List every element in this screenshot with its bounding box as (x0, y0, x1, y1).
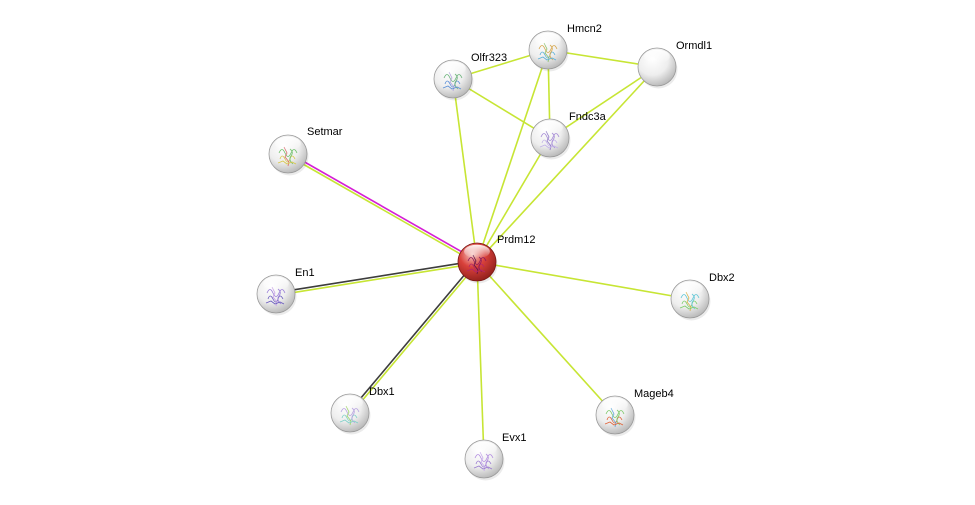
bubble-highlight (464, 244, 490, 259)
edge-prdm12-en1[interactable] (275, 259, 478, 297)
node-ormdl1[interactable]: Ormdl1 (637, 40, 712, 89)
bubble-highlight (471, 441, 497, 456)
edge-evidence-experiments (288, 152, 479, 262)
edge-evidence-textmining (476, 261, 485, 460)
node-label-setmar: Setmar (307, 126, 343, 138)
edge-evidence-textmining (286, 154, 477, 264)
edge-prdm12-mageb4[interactable] (476, 261, 616, 416)
edge-fndc3a-ormdl1[interactable] (549, 66, 658, 139)
edge-prdm12-fndc3a[interactable] (476, 137, 551, 263)
node-label-olfr323: Olfr323 (471, 52, 507, 64)
bubble-highlight (602, 397, 628, 412)
node-dbx2[interactable]: Dbx2 (670, 272, 735, 321)
node-label-ormdl1: Ormdl1 (676, 40, 712, 52)
edge-prdm12-hmcn2[interactable] (476, 49, 549, 263)
bubble-highlight (644, 49, 670, 64)
bubble-highlight (537, 120, 563, 135)
node-mageb4[interactable]: Mageb4 (595, 388, 674, 437)
edge-evidence-textmining (476, 66, 658, 263)
edge-evidence-textmining (276, 262, 478, 297)
node-fndc3a[interactable]: Fndc3a (530, 111, 607, 160)
edge-evidence-textmining (476, 49, 549, 263)
edge-prdm12-olfr323[interactable] (452, 78, 478, 263)
node-label-dbx1: Dbx1 (369, 386, 395, 398)
edge-evidence-coexpression (275, 259, 477, 294)
edge-evidence-textmining (452, 78, 478, 263)
node-prdm12[interactable]: Prdm12 (457, 234, 536, 284)
bubble-highlight (677, 281, 703, 296)
node-label-fndc3a: Fndc3a (569, 111, 607, 123)
edge-prdm12-evx1[interactable] (476, 261, 485, 460)
bubble-highlight (535, 32, 561, 47)
node-setmar[interactable]: Setmar (268, 126, 343, 176)
node-label-hmcn2: Hmcn2 (567, 23, 602, 35)
node-label-mageb4: Mageb4 (634, 388, 674, 400)
node-evx1[interactable]: Evx1 (464, 432, 526, 481)
edge-evidence-textmining (476, 137, 551, 263)
bubble-highlight (440, 61, 466, 76)
edge-prdm12-ormdl1[interactable] (476, 66, 658, 263)
node-label-prdm12: Prdm12 (497, 234, 536, 246)
edge-evidence-textmining (476, 261, 616, 416)
node-label-dbx2: Dbx2 (709, 272, 735, 284)
edge-prdm12-dbx2[interactable] (476, 261, 691, 300)
node-olfr323[interactable]: Olfr323 (433, 52, 507, 101)
bubble-highlight (275, 136, 301, 151)
node-hmcn2[interactable]: Hmcn2 (528, 23, 602, 72)
edge-evidence-textmining (549, 66, 658, 139)
node-label-en1: En1 (295, 267, 315, 279)
node-dbx1[interactable]: Dbx1 (330, 386, 395, 435)
bubble-highlight (337, 395, 363, 410)
node-label-evx1: Evx1 (502, 432, 526, 444)
bubble-highlight (263, 276, 289, 291)
edge-prdm12-setmar[interactable] (286, 152, 479, 264)
edge-evidence-textmining (476, 261, 691, 300)
node-en1[interactable]: En1 (256, 267, 315, 316)
edge-evidence-coexpression (348, 260, 477, 413)
edge-evidence-textmining (350, 262, 479, 415)
edge-prdm12-dbx1[interactable] (348, 260, 479, 415)
